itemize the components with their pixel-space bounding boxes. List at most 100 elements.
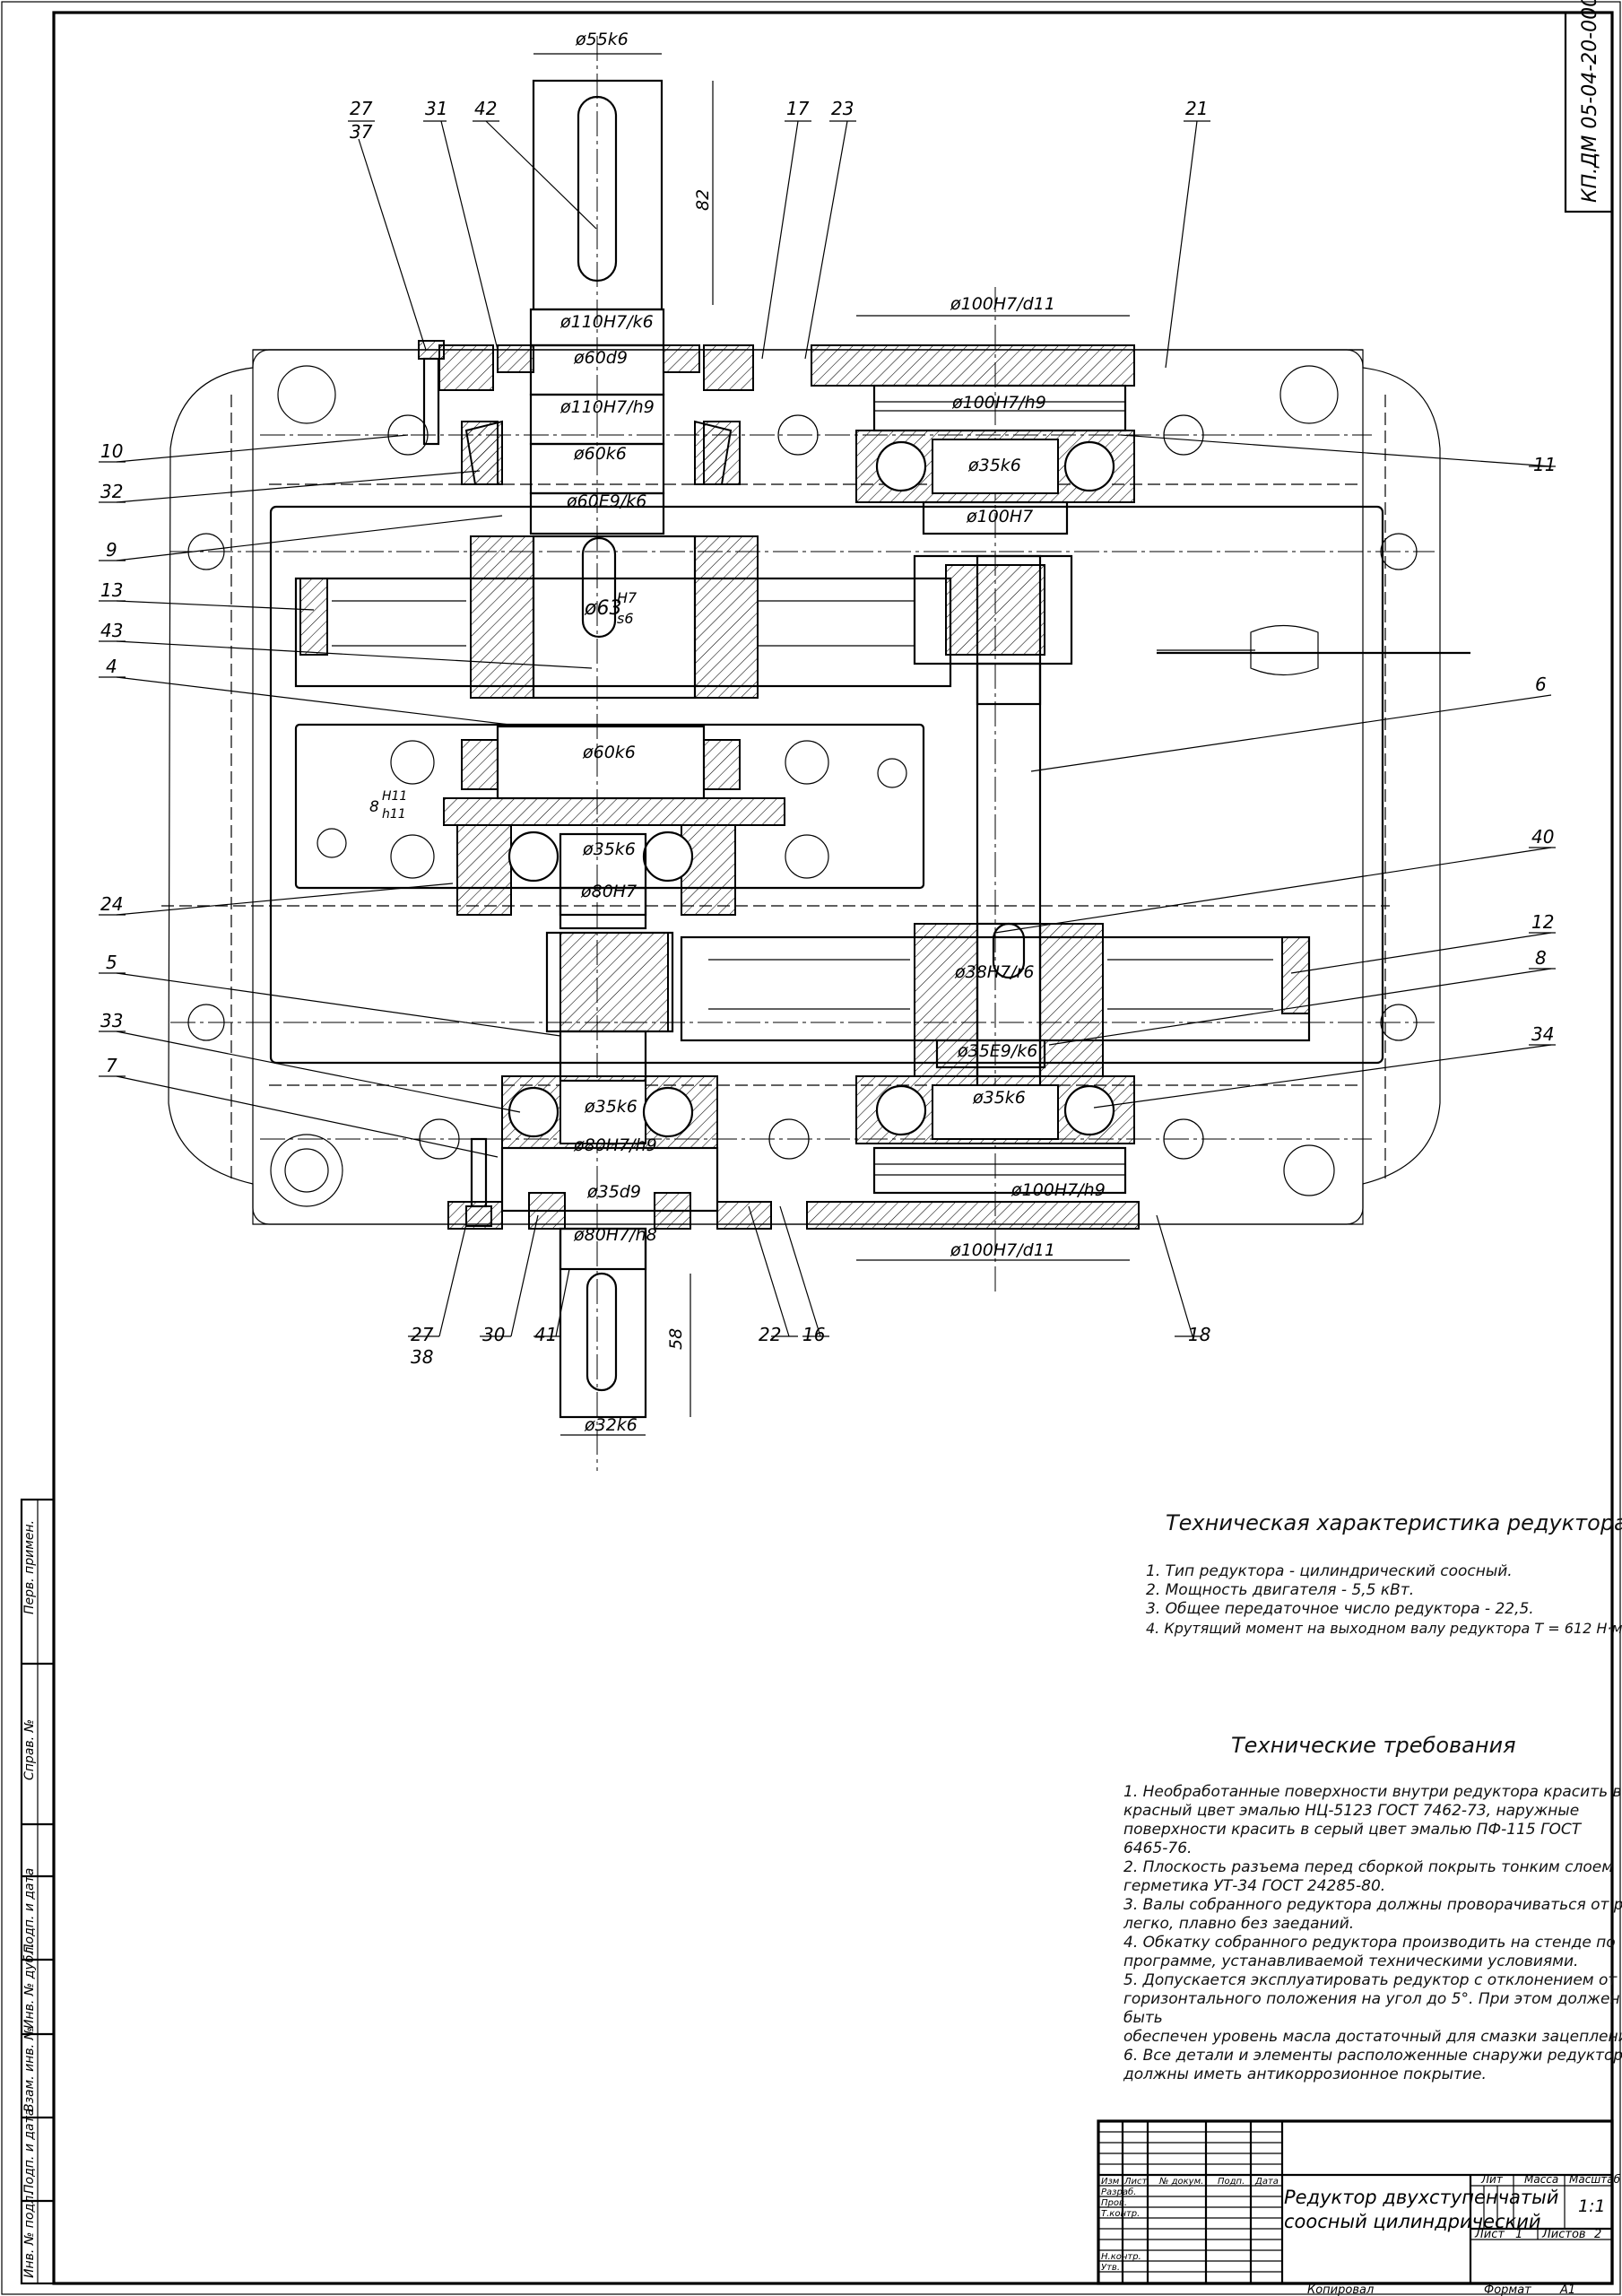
sheet-label: Лист	[1474, 2228, 1505, 2241]
dim-35E9k6: ø35E9/k6	[957, 1041, 1037, 1061]
hdr-doc: № докум.	[1158, 2177, 1203, 2187]
req-line-16: должны иметь антикоррозионное покрытие.	[1123, 2066, 1487, 2083]
col-lit: Лит	[1480, 2173, 1504, 2186]
pos-9: 9	[106, 539, 117, 561]
dim-60k6-mid: ø60k6	[582, 743, 636, 762]
req-line-13: быть	[1123, 2009, 1163, 2027]
req-line-2: красный цвет эмалью НЦ-5123 ГОСТ 7462-73…	[1123, 1802, 1580, 1820]
format-value: А1	[1559, 2283, 1575, 2296]
dim-8: 8	[369, 798, 379, 816]
pos-16: 16	[802, 1324, 825, 1345]
dim-80H7-a: ø80H7	[580, 882, 637, 901]
side-stamp: Перв. примен. Справ. № Подп. и дата Инв.…	[20, 1498, 56, 2285]
gearbox-assembly	[99, 36, 1556, 1471]
pos-12: 12	[1531, 911, 1554, 933]
role-prov: Пров.	[1101, 2198, 1127, 2208]
dim-35k6-b: ø35k6	[967, 456, 1021, 475]
title-line-1: Редуктор двухступенчатый	[1284, 2187, 1558, 2208]
pos-34: 34	[1531, 1023, 1554, 1045]
dim-100-d11-top: ø100H7/d11	[950, 294, 1055, 314]
pos-5: 5	[106, 952, 117, 973]
dim-80-h8: ø80H7/h8	[573, 1225, 657, 1245]
role-utv: Утв.	[1101, 2263, 1120, 2273]
pos-21: 21	[1185, 98, 1208, 119]
dim-35k6-c: ø35k6	[972, 1088, 1026, 1108]
dim-100H7: ø100H7	[966, 507, 1033, 526]
pos-6: 6	[1535, 674, 1547, 695]
pos-23: 23	[831, 98, 854, 119]
pos-22: 22	[759, 1324, 781, 1345]
dim-63-s6: s6	[617, 610, 634, 627]
title-block: Редуктор двухступенчатый соосный цилиндр…	[1097, 2119, 1621, 2296]
role-razrab: Разраб.	[1101, 2187, 1136, 2197]
pos-17: 17	[786, 98, 810, 119]
pos-37: 37	[350, 121, 373, 143]
req-line-9: 4. Обкатку собранного редуктора производ…	[1123, 1934, 1616, 1952]
hdr-date: Дата	[1254, 2177, 1279, 2187]
format-label: Формат	[1484, 2283, 1531, 2296]
req-line-14: обеспечен уровень масла достаточный для …	[1123, 2028, 1622, 2046]
pos-31: 31	[425, 98, 447, 119]
title-line-2: соосный цилиндрический	[1284, 2211, 1541, 2232]
dim-8-h11: h11	[382, 807, 406, 822]
pos-41: 41	[534, 1324, 557, 1345]
req-line-12: горизонтального положения на угол до 5°.…	[1123, 1990, 1620, 2008]
dim-63-H7: H7	[617, 589, 638, 606]
col-scale: Масштаб	[1569, 2173, 1621, 2186]
req-line-4: 6465-76.	[1123, 1839, 1193, 1857]
pos-38: 38	[411, 1346, 433, 1368]
pos-24: 24	[100, 893, 123, 915]
req-line-6: герметика УТ-34 ГОСТ 24285-80.	[1123, 1877, 1386, 1895]
sheets-label: Листов	[1541, 2228, 1586, 2241]
dim-100-h9-bot: ø100H7/h9	[1010, 1180, 1106, 1200]
sheet-value: 1	[1515, 2228, 1522, 2241]
dim-8-H11: H11	[382, 789, 407, 804]
req-line-10: программе, устанавливаемой техническими …	[1123, 1952, 1579, 1970]
req-line-15: 6. Все детали и элементы расположенные с…	[1123, 2047, 1622, 2065]
dim-60k6-top: ø60k6	[573, 444, 627, 464]
dim-100-d11-bot: ø100H7/d11	[950, 1240, 1055, 1260]
dimension-labels: ø55k6 82 ø110H7/k6 ø60d9 ø110H7/h9 ø60k6…	[369, 30, 1106, 1435]
sheets-value: 2	[1594, 2228, 1601, 2241]
podp-data-2-label: Подп. и дата	[22, 2109, 37, 2194]
spec-line-1: 1. Тип редуктора - цилиндрический соосны…	[1146, 1562, 1513, 1580]
pos-27-bottom: 27	[411, 1324, 434, 1345]
pos-13: 13	[100, 579, 123, 601]
pos-40: 40	[1531, 826, 1554, 848]
dim-32k6: ø32k6	[584, 1415, 638, 1435]
hdr-sign: Подп.	[1218, 2177, 1245, 2187]
spec-heading: Техническая характеристика редуктора	[1166, 1510, 1622, 1535]
hdr-list: Лист	[1123, 2177, 1149, 2187]
dim-110-k6: ø110H7/k6	[559, 312, 654, 332]
dim-35k6-a: ø35k6	[582, 839, 636, 859]
req-line-11: 5. Допускается эксплуатировать редуктор …	[1123, 1971, 1618, 1989]
sprav-label: Справ. №	[22, 1719, 37, 1780]
pos-30: 30	[482, 1324, 505, 1345]
dim-55k6: ø55k6	[575, 30, 629, 49]
pos-8: 8	[1535, 947, 1547, 969]
pos-42: 42	[474, 98, 497, 119]
inv-podl-label: Инв. № подл.	[22, 2191, 37, 2278]
dim-38H7r6: ø38H7/r6	[954, 962, 1034, 982]
role-nkontr: Н.контр.	[1101, 2252, 1141, 2262]
req-line-5: 2. Плоскость разъема перед сборкой покры…	[1123, 1858, 1614, 1876]
req-line-1: 1. Необработанные поверхности внутри ред…	[1123, 1783, 1622, 1801]
col-mass: Масса	[1524, 2173, 1558, 2186]
dim-35d9: ø35d9	[586, 1182, 641, 1202]
vzam-inv-label: Взам. инв. №	[22, 2027, 37, 2112]
dim-82: 82	[693, 189, 713, 211]
pos-10: 10	[100, 440, 123, 462]
position-numbers: 27 37 31 42 17 23 21 10 32 9 13 43 4 24 …	[100, 98, 1556, 1368]
inner-frame	[52, 11, 1614, 2285]
drawing-code-rotated: КП.ДМ 05-04-20-000СБ	[1579, 0, 1601, 203]
requirements-section: Технические требования 1. Необработанные…	[1123, 1733, 1622, 2084]
req-line-7: 3. Валы собранного редуктора должны пров…	[1123, 1896, 1622, 1914]
spec-line-4: 4. Крутящий момент на выходном валу реду…	[1146, 1620, 1622, 1637]
dim-80-h9: ø80H7/h9	[573, 1135, 657, 1155]
pos-43: 43	[100, 620, 123, 641]
req-line-8: легко, плавно без заеданий.	[1123, 1915, 1355, 1933]
req-line-3: поверхности красить в серый цвет эмалью …	[1123, 1821, 1582, 1839]
dim-60E9k6: ø60E9/k6	[566, 491, 646, 511]
spec-line-3: 3. Общее передаточное число редуктора - …	[1146, 1600, 1534, 1618]
